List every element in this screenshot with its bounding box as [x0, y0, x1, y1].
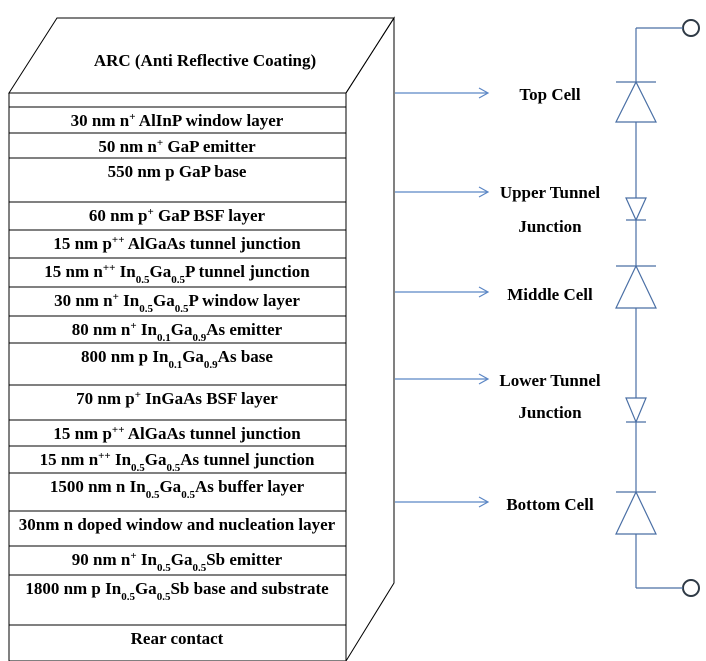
- component-label: Middle Cell: [507, 285, 593, 304]
- top-cell-diode-icon: [615, 80, 657, 123]
- component-label: Junction: [518, 403, 582, 422]
- middle-cell-diode-icon: [615, 264, 657, 309]
- layer-label: 15 nm p++ AlGaAs tunnel junction: [53, 424, 301, 443]
- layer-label: Rear contact: [131, 629, 224, 648]
- arrow-head-icon: [478, 286, 490, 298]
- upper-tunnel-diode-icon: [625, 197, 647, 222]
- bottom-terminal-icon: [682, 579, 700, 597]
- front-face: [8, 92, 347, 661]
- arrow-head-icon: [478, 186, 490, 198]
- bottom-cell-diode-icon: [615, 490, 657, 535]
- layer-label: 550 nm p GaP base: [108, 162, 247, 181]
- lower-tunnel-diode-icon: [625, 397, 647, 424]
- layer-label: 15 nm n++ In0.5Ga0.5P tunnel junction: [44, 262, 310, 286]
- layer-label: 30nm n doped window and nucleation layer: [19, 515, 336, 534]
- layer-label: 50 nm n+ GaP emitter: [98, 137, 256, 156]
- arrow-head-icon: [478, 373, 490, 385]
- layer-label: 70 nm p+ InGaAs BSF layer: [76, 389, 278, 408]
- layer-label: 80 nm n+ In0.1Ga0.9As emitter: [72, 320, 283, 344]
- equivalent-circuit: [615, 19, 700, 597]
- arrow-head-icon: [478, 496, 490, 508]
- component-label: Junction: [518, 217, 582, 236]
- arc-label: ARC (Anti Reflective Coating): [94, 51, 316, 70]
- layer-label: 15 nm n++ In0.5Ga0.5As tunnel junction: [40, 450, 315, 474]
- layer-label: 800 nm p In0.1Ga0.9As base: [81, 347, 273, 371]
- layer-label: 15 nm p++ AlGaAs tunnel junction: [53, 234, 301, 253]
- layer-stack-box: [8, 16, 395, 661]
- component-label: Bottom Cell: [506, 495, 594, 514]
- component-label: Lower Tunnel: [499, 371, 601, 390]
- arrow-head-icon: [478, 87, 490, 99]
- layer-label: 90 nm n+ In0.5Ga0.5Sb emitter: [72, 550, 283, 574]
- layer-label: 1500 nm n In0.5Ga0.5As buffer layer: [50, 477, 305, 501]
- layer-label: 60 nm p+ GaP BSF layer: [89, 206, 266, 225]
- component-label: Upper Tunnel: [500, 183, 601, 202]
- top-terminal-icon: [682, 19, 700, 37]
- layers: 30 nm n+ AlInP window layer 50 nm n+ GaP …: [9, 106, 346, 648]
- side-face: [345, 16, 395, 661]
- layer-label: 30 nm n+ AlInP window layer: [71, 111, 284, 130]
- component-label: Top Cell: [519, 85, 581, 104]
- layer-label: 1800 nm p In0.5Ga0.5Sb base and substrat…: [25, 579, 329, 603]
- layer-label: 30 nm n+ In0.5Ga0.5P window layer: [54, 291, 300, 315]
